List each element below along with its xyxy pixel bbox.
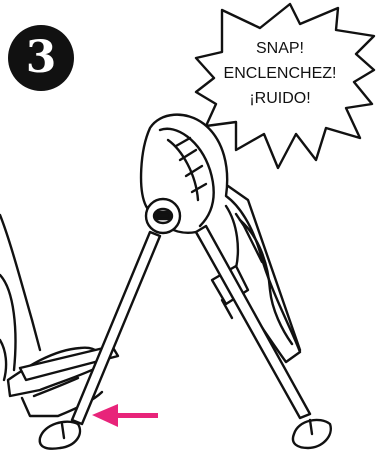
front-leg: [72, 232, 160, 424]
push-direction-arrow: [92, 404, 158, 427]
callout-line-english: SNAP!: [205, 36, 355, 61]
callout-line-spanish: ¡RUIDO!: [205, 86, 355, 111]
step-number: 3: [8, 25, 74, 91]
snap-callout-text: SNAP! ENCLENCHEZ! ¡RUIDO!: [205, 36, 355, 111]
left-foot-cap: [40, 422, 80, 449]
step-badge: 3: [8, 25, 74, 91]
callout-line-french: ENCLENCHEZ!: [205, 61, 355, 86]
